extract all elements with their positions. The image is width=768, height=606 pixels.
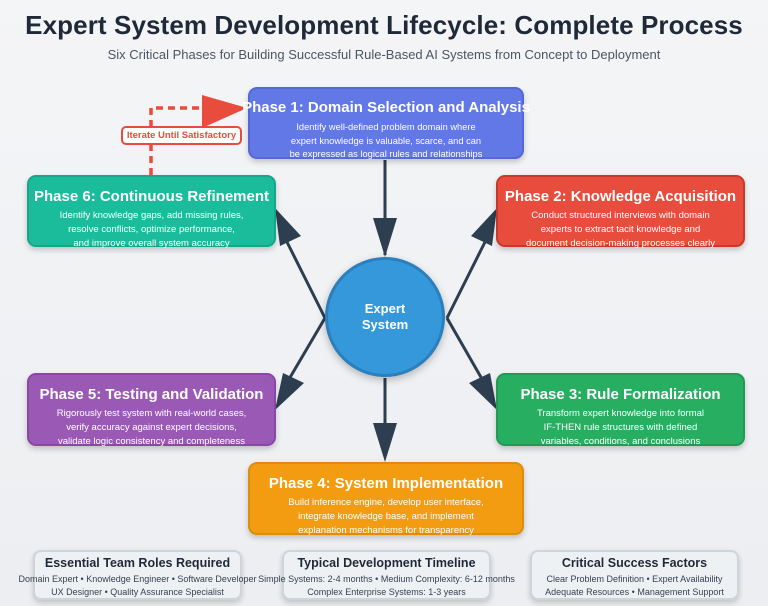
info-panel-line: Complex Enterprise Systems: 1-3 years [307,587,466,597]
feedback-loop-label: Iterate Until Satisfactory [121,126,242,145]
feedback-loop-path [149,106,212,175]
info-panel-success-factors: Critical Success Factors Clear Problem D… [530,550,739,600]
arrowhead-phase5 [275,373,304,410]
info-panel-title: Typical Development Timeline [297,556,476,570]
arrowhead-phase3 [469,373,497,410]
arrowhead-hub-top [373,218,397,257]
info-panel-team-roles: Essential Team Roles Required Domain Exp… [19,550,256,600]
info-panel-line: Simple Systems: 2-4 months • Medium Comp… [258,574,515,584]
phase-2-title: Phase 2: Knowledge Acquisition [504,188,737,205]
phase-5-description: Rigorously test system with real-world c… [56,408,247,447]
info-panel-line: Clear Problem Definition • Expert Availa… [546,574,723,584]
arrowhead-phase4 [373,423,397,462]
arrow-hub-to-phase3 [445,317,488,387]
info-panel-title: Critical Success Factors [561,556,708,570]
info-panel-timeline: Typical Development Timeline Simple Syst… [258,550,515,600]
arrow-hub-to-phase5 [283,317,327,387]
phase-1-card[interactable]: Phase 1: Domain Selection and Analysis I… [242,87,530,159]
phase-6-card[interactable]: Phase 6: Continuous Refinement Identify … [27,175,276,249]
phase-5-card[interactable]: Phase 5: Testing and Validation Rigorous… [27,373,276,447]
phase-4-title: Phase 4: System Implementation [268,475,504,492]
phase-6-title: Phase 6: Continuous Refinement [33,188,270,205]
phase-2-card[interactable]: Phase 2: Knowledge Acquisition Conduct s… [496,175,745,249]
info-panel-title: Essential Team Roles Required [44,556,231,570]
phase-2-description: Conduct structured interviews with domai… [525,210,716,249]
info-panel-line: UX Designer • Quality Assurance Speciali… [51,587,224,597]
page-subtitle: Six Critical Phases for Building Success… [107,47,661,62]
phase-4-card[interactable]: Phase 4: System Implementation Build inf… [248,462,524,536]
arrow-hub-to-phase6 [282,235,327,319]
info-panel-line: Domain Expert • Knowledge Engineer • Sof… [18,574,257,584]
phase-3-card[interactable]: Phase 3: Rule Formalization Transform ex… [496,373,745,447]
page-title: Expert System Development Lifecycle: Com… [25,10,743,40]
feedback-loop-arrowhead [202,95,247,128]
phase-1-title: Phase 1: Domain Selection and Analysis [242,99,530,116]
phase-1-description: Identify well-defined problem domain whe… [289,122,483,159]
expert-system-hub[interactable]: Expert System [325,257,445,377]
phase-3-description: Transform expert knowledge into formal I… [536,408,705,447]
phase-4-description: Build inference engine, develop user int… [288,497,484,536]
arrow-hub-to-phase2 [445,235,490,319]
info-panel-line: Adequate Resources • Management Support [545,587,724,597]
arrowhead-phase6 [275,208,301,246]
phase-6-description: Identify knowledge gaps, add missing rul… [59,210,244,249]
phase-3-title: Phase 3: Rule Formalization [520,386,721,403]
arrowhead-phase2 [471,208,497,246]
phase-5-title: Phase 5: Testing and Validation [39,386,264,403]
